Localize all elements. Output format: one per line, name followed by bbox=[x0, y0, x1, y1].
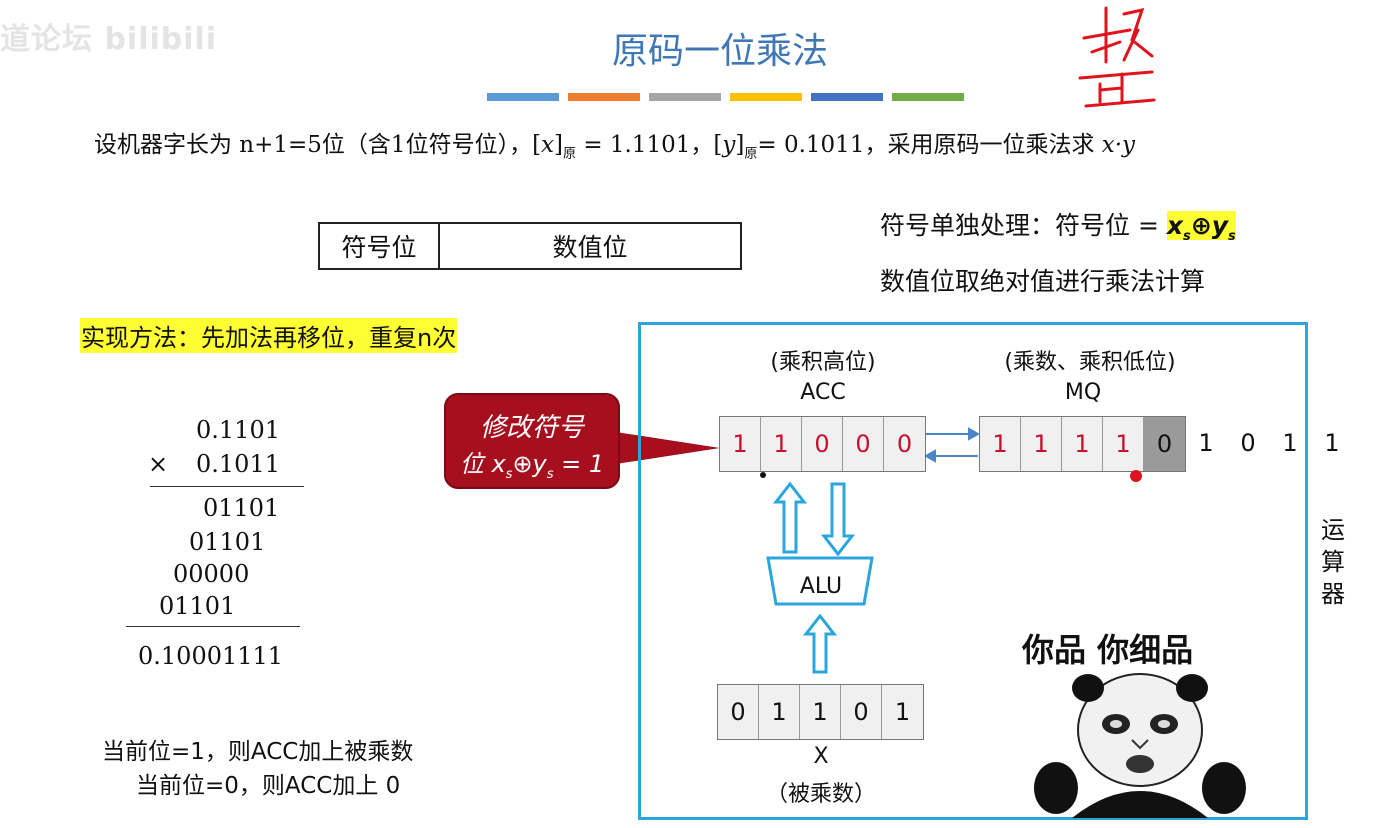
title-color-bar bbox=[811, 93, 883, 101]
alu-block bbox=[766, 556, 874, 606]
calc-divider-1 bbox=[150, 486, 304, 487]
x-bit: 0 bbox=[841, 685, 882, 739]
mq-label: MQ bbox=[1064, 380, 1102, 405]
mq-extra-bit: 1 bbox=[1198, 429, 1214, 457]
callout-modify-sign: 修改符号 位 xs⊕ys = 1 bbox=[444, 393, 620, 489]
mq-shifted-bits: 1 0 1 1 bbox=[1185, 416, 1353, 470]
acc-bit: 1 bbox=[720, 417, 761, 471]
problem-statement: 设机器字长为 n+1=5位（含1位符号位），[x]原 = 1.1101，[y]原… bbox=[94, 132, 1136, 162]
alu-to-acc-arrow bbox=[772, 481, 808, 554]
sign-xor-highlight: xs⊕ys bbox=[1166, 211, 1236, 244]
panda-meme-icon bbox=[1034, 673, 1246, 818]
title-color-bar bbox=[568, 93, 640, 101]
title-color-bar bbox=[892, 93, 964, 101]
title-color-bar bbox=[730, 93, 802, 101]
title-color-bar bbox=[649, 93, 721, 101]
red-pen-mark bbox=[1130, 470, 1142, 482]
acc-label: ACC bbox=[800, 380, 846, 405]
cursor-dot bbox=[760, 472, 766, 478]
multiplicand: 0.1101 bbox=[196, 416, 280, 444]
rule-bit-one: 当前位=1，则ACC加上被乘数 bbox=[102, 739, 414, 765]
alu-label: ALU bbox=[799, 574, 843, 599]
acc-register: 1 1 0 0 0 bbox=[719, 416, 926, 472]
arithmetic-unit-label: 运算器 bbox=[1321, 516, 1345, 608]
acc-bit: 0 bbox=[843, 417, 884, 471]
acc-to-alu-arrow bbox=[820, 482, 856, 557]
x-bit: 1 bbox=[759, 685, 800, 739]
alu-datapath bbox=[766, 481, 874, 674]
final-product: 0.10001111 bbox=[138, 642, 284, 670]
meme-caption: 你品 你细品 bbox=[1022, 631, 1194, 669]
mq-description: (乘数、乘积低位) bbox=[1004, 350, 1176, 375]
method-highlight: 实现方法：先加法再移位，重复n次 bbox=[80, 318, 458, 353]
mq-extra-bit: 1 bbox=[1282, 429, 1298, 457]
x-register: 0 1 1 0 1 bbox=[717, 684, 924, 740]
x-bit: 0 bbox=[718, 685, 759, 739]
x-label: X bbox=[813, 744, 829, 769]
mq-bit: 1 bbox=[1103, 417, 1144, 471]
acc-description: (乘积高位) bbox=[770, 350, 876, 375]
title-color-bar bbox=[487, 93, 559, 101]
x-description: （被乘数） bbox=[765, 782, 876, 807]
rule-bit-zero: 当前位=0，则ACC加上 0 bbox=[136, 773, 401, 799]
multiplier: 0.1011 bbox=[196, 450, 280, 478]
sign-bit-field: 符号位 bbox=[320, 224, 440, 268]
partial-product: 01101 bbox=[189, 528, 266, 556]
word-format-box: 符号位 数值位 bbox=[318, 222, 742, 270]
partial-product: 00000 bbox=[173, 560, 250, 588]
acc-bit: 0 bbox=[896, 430, 913, 458]
acc-bit: 1 bbox=[761, 417, 802, 471]
calc-divider-2 bbox=[126, 626, 300, 627]
x-bit: 1 bbox=[894, 698, 911, 726]
value-bits-field: 数值位 bbox=[552, 233, 628, 262]
partial-product: 01101 bbox=[203, 494, 280, 522]
x-bit: 1 bbox=[800, 685, 841, 739]
mq-bit: 1 bbox=[980, 417, 1021, 471]
arithmetic-unit-frame bbox=[638, 322, 1308, 820]
title-color-bars bbox=[487, 93, 967, 101]
sign-handling-note: 符号单独处理：符号位 = xs⊕ys bbox=[880, 211, 1236, 244]
handwritten-annotation-icon bbox=[1078, 6, 1156, 108]
mq-current-bit: 0 bbox=[1144, 417, 1185, 471]
abs-value-note: 数值位取绝对值进行乘法计算 bbox=[880, 267, 1206, 296]
mq-bit: 1 bbox=[1021, 417, 1062, 471]
partial-product: 01101 bbox=[159, 592, 236, 620]
mq-extra-bit: 0 bbox=[1240, 429, 1256, 457]
x-to-alu-arrow bbox=[802, 613, 838, 674]
times-sign: × bbox=[148, 450, 169, 478]
bilibili-watermark: 道论坛 bilibili bbox=[0, 22, 218, 57]
acc-mq-transfer-arrows bbox=[924, 427, 980, 463]
mq-bit: 1 bbox=[1062, 417, 1103, 471]
acc-bit: 0 bbox=[802, 417, 843, 471]
callout-pointer bbox=[616, 432, 720, 464]
slide-title: 原码一位乘法 bbox=[611, 31, 828, 72]
mq-extra-bit: 1 bbox=[1324, 429, 1340, 457]
mq-register: 1 1 1 1 0 bbox=[979, 416, 1186, 472]
